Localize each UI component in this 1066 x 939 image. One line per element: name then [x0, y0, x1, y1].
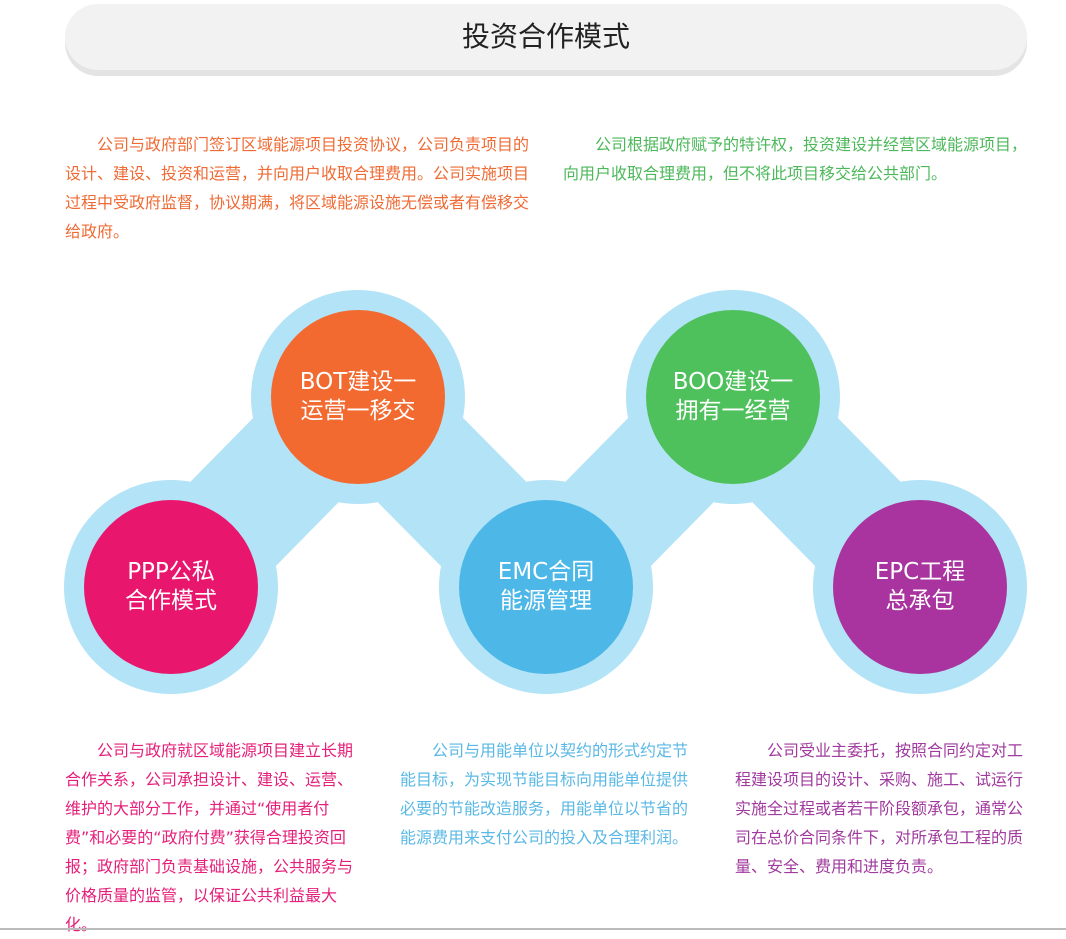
- emc-label-line2: 能源管理: [500, 588, 592, 614]
- epc-circle: [833, 500, 1007, 674]
- page-title: 投资合作模式: [65, 4, 1027, 70]
- ppp-description: 公司与政府就区域能源项目建立长期合作关系，公司承担设计、建设、运营、维护的大部分…: [65, 741, 354, 934]
- boo-description: 公司根据政府赋予的特许权，投资建设并经营区域能源项目，向用户收取合理费用，但不将…: [563, 135, 1028, 183]
- boo-label: BOO建设一拥有一经营: [646, 368, 820, 426]
- epc-description: 公司受业主委托，按照合同约定对工程建设项目的设计、采购、施工、试运行实施全过程或…: [735, 741, 1024, 876]
- ppp-label: PPP公私合作模式: [84, 558, 258, 616]
- emc-description: 公司与用能单位以契约的形式约定节能目标，为实现节能目标向用能单位提供必要的节能改…: [400, 741, 689, 847]
- ppp-label-line2: 合作模式: [125, 588, 217, 614]
- bot-circle: [271, 310, 445, 484]
- ppp-label-line1: PPP公私: [127, 559, 215, 585]
- emc-label-line1: EMC合同: [497, 559, 595, 585]
- emc-circle: [459, 500, 633, 674]
- boo-label-line1: BOO建设一: [672, 369, 794, 395]
- bot-label-line2: 运营一移交: [300, 398, 416, 424]
- epc-label: EPC工程总承包: [833, 558, 1007, 616]
- ppp-circle: [84, 500, 258, 674]
- boo-circle: [646, 310, 820, 484]
- boo-label-line2: 拥有一经营: [675, 398, 791, 424]
- bot-description: 公司与政府部门签订区域能源项目投资协议，公司负责项目的设计、建设、投资和运营，并…: [65, 135, 530, 241]
- bot-label: BOT建设一运营一移交: [271, 368, 445, 426]
- emc-label: EMC合同能源管理: [459, 558, 633, 616]
- epc-label-line2: 总承包: [885, 588, 955, 614]
- bottom-divider: [0, 928, 1066, 930]
- epc-label-line1: EPC工程: [874, 559, 966, 585]
- bot-label-line1: BOT建设一: [299, 369, 417, 395]
